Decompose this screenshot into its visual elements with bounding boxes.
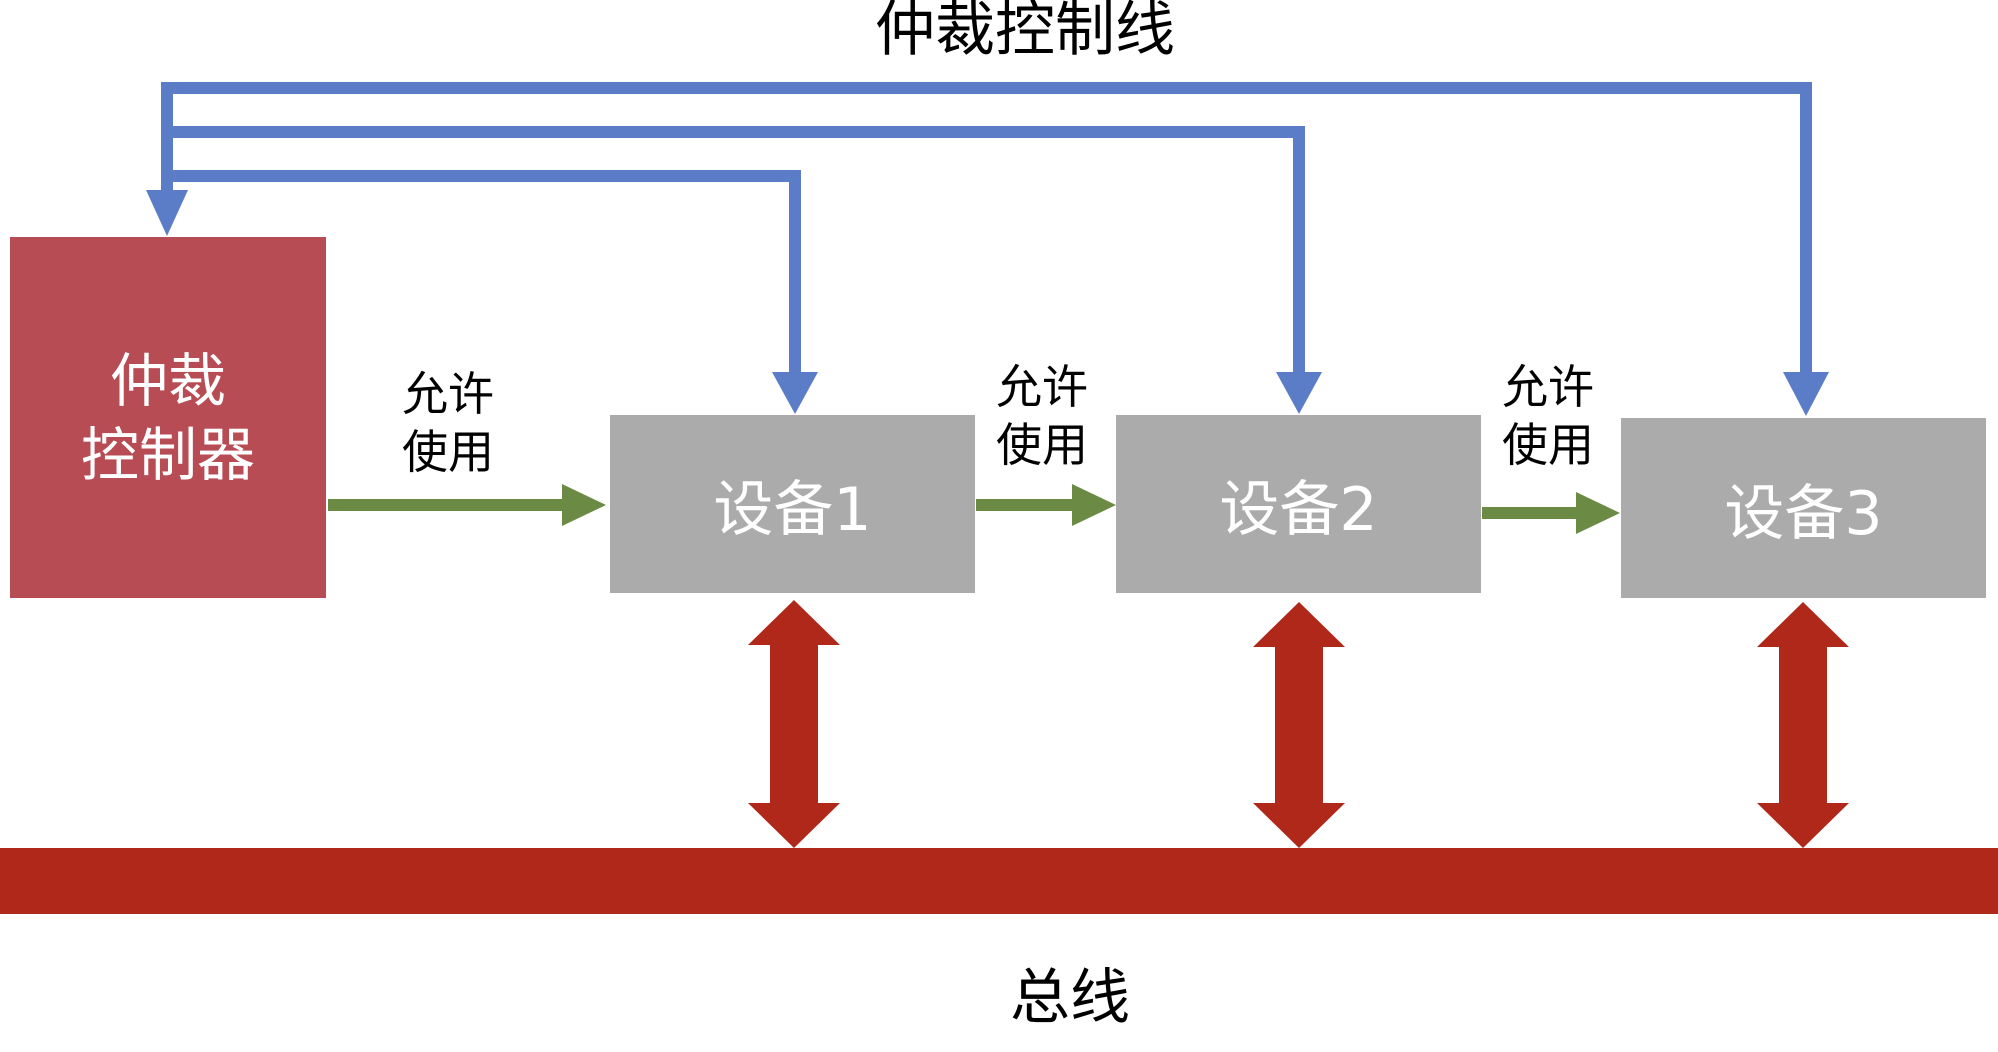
permit-label-line2: 使用 bbox=[996, 418, 1088, 472]
permit-label-3: 允许 使用 bbox=[1498, 358, 1598, 474]
control-line-label: 仲裁控制线 bbox=[875, 0, 1175, 65]
device-box-2: 设备2 bbox=[1116, 415, 1481, 593]
device-box-1: 设备1 bbox=[610, 415, 975, 593]
control-arrowhead-device3 bbox=[1783, 372, 1829, 416]
arbiter-label-line2: 控制器 bbox=[80, 420, 255, 489]
control-line-device1 bbox=[173, 170, 801, 378]
bus-label: 总线 bbox=[1010, 963, 1130, 1033]
arbiter-label-line1: 仲裁 bbox=[109, 346, 226, 415]
bus-connector-device3 bbox=[1757, 602, 1849, 848]
device-box-3: 设备3 bbox=[1621, 418, 1986, 598]
control-arrowhead-device2 bbox=[1276, 372, 1322, 414]
grant-arrowhead-2 bbox=[1072, 484, 1116, 526]
permit-label-line2: 使用 bbox=[1502, 418, 1594, 472]
permit-label-1: 允许 使用 bbox=[398, 365, 498, 481]
bus-connector-device1 bbox=[748, 600, 840, 848]
permit-label-line2: 使用 bbox=[402, 425, 494, 479]
control-arrowhead-arbiter bbox=[146, 190, 188, 236]
permit-label-line1: 允许 bbox=[402, 367, 494, 421]
permit-label-line1: 允许 bbox=[1502, 360, 1594, 414]
device-label: 设备3 bbox=[1724, 478, 1883, 549]
device-label: 设备2 bbox=[1219, 474, 1378, 545]
arbiter-controller-box: 仲裁 控制器 bbox=[10, 237, 326, 598]
permit-label-line1: 允许 bbox=[996, 360, 1088, 414]
device-label: 设备1 bbox=[713, 474, 872, 545]
grant-arrowhead-3 bbox=[1576, 492, 1620, 534]
permit-label-2: 允许 使用 bbox=[992, 358, 1092, 474]
grant-arrowhead-1 bbox=[562, 484, 606, 526]
bus-connector-device2 bbox=[1253, 602, 1345, 848]
control-line-device2 bbox=[173, 126, 1305, 378]
control-arrowhead-device1 bbox=[772, 372, 818, 414]
bus-bar bbox=[0, 848, 1998, 914]
control-line-device3 bbox=[161, 82, 1812, 378]
